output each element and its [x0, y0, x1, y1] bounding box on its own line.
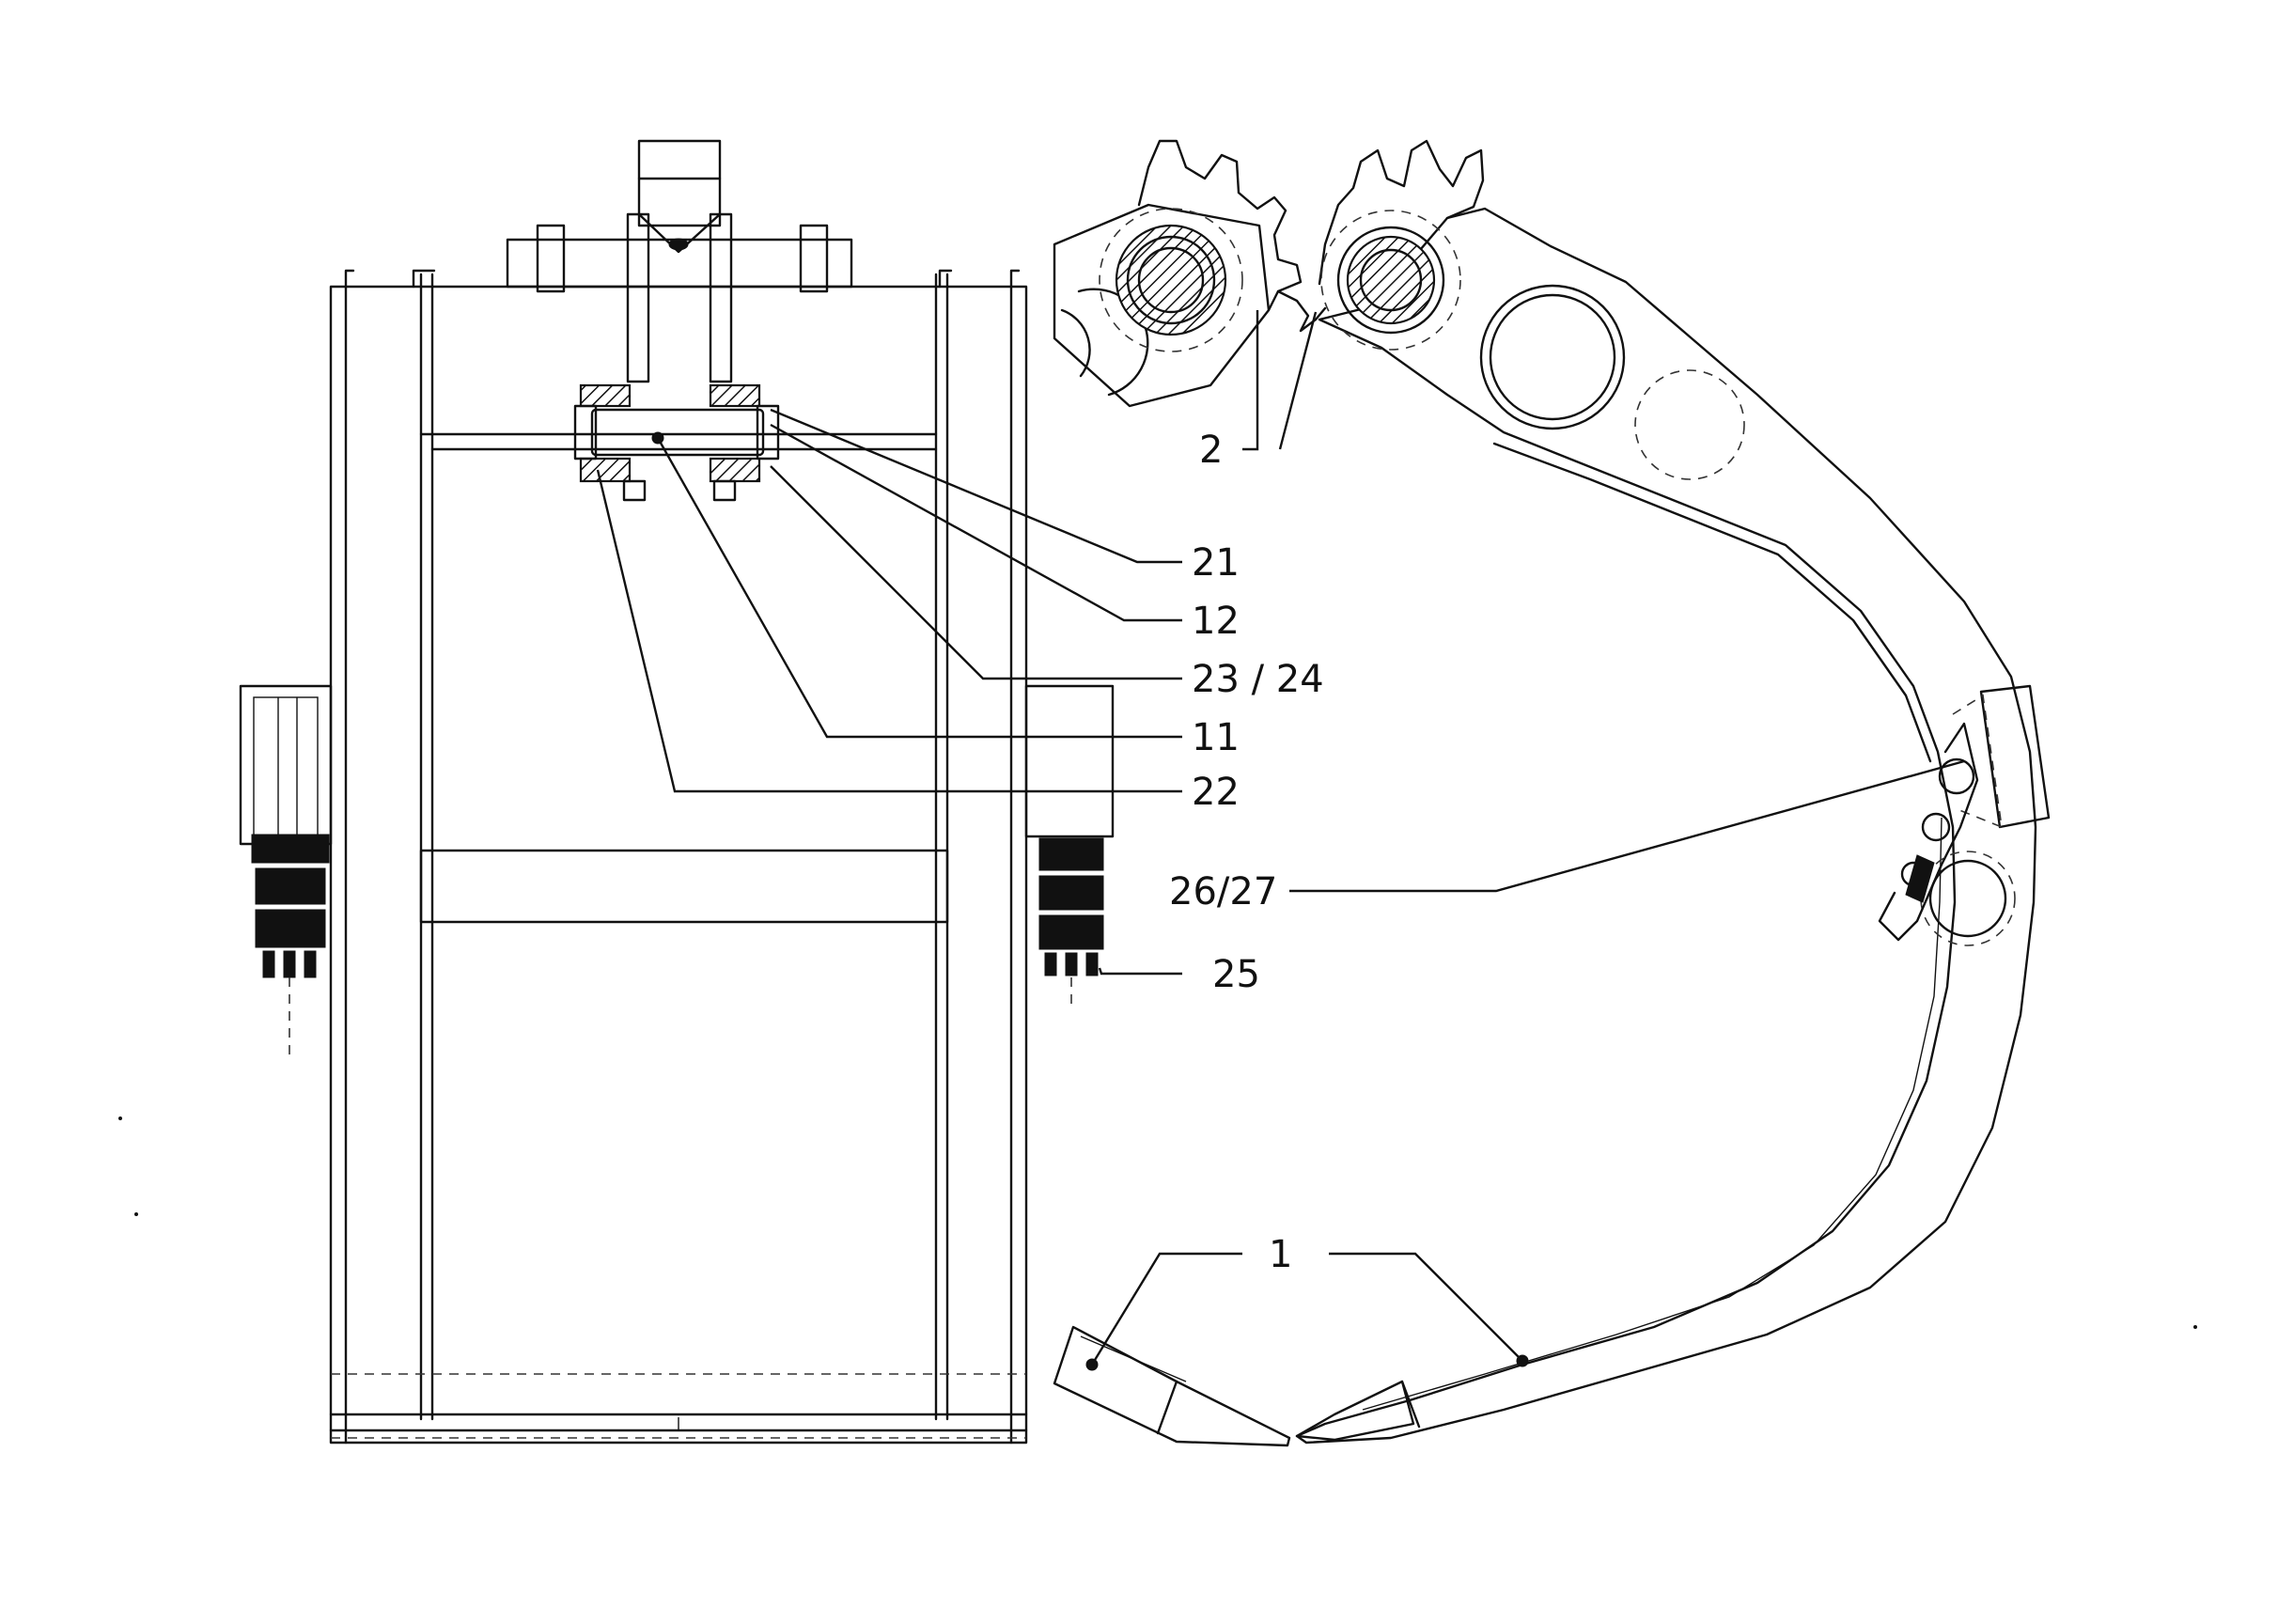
callout-2: 2	[1199, 429, 1223, 472]
callout-21: 21	[1192, 541, 1240, 585]
callout-12: 12	[1192, 600, 1240, 643]
frame-front-view	[239, 139, 1115, 1444]
callout-11: 11	[1192, 716, 1240, 759]
callout-22: 22	[1192, 771, 1240, 814]
callout-25: 25	[1212, 953, 1260, 996]
arm-side-view	[1053, 139, 2051, 1447]
leader-lines	[596, 310, 1965, 1366]
callout-1: 1	[1269, 1233, 1292, 1276]
callout-23-24: 23 / 24	[1192, 658, 1324, 701]
callout-26-27: 26/27	[1169, 870, 1277, 914]
callout-labels: 2 21 12 23 / 24 11 22 26/27 25 1	[1169, 429, 1324, 1276]
